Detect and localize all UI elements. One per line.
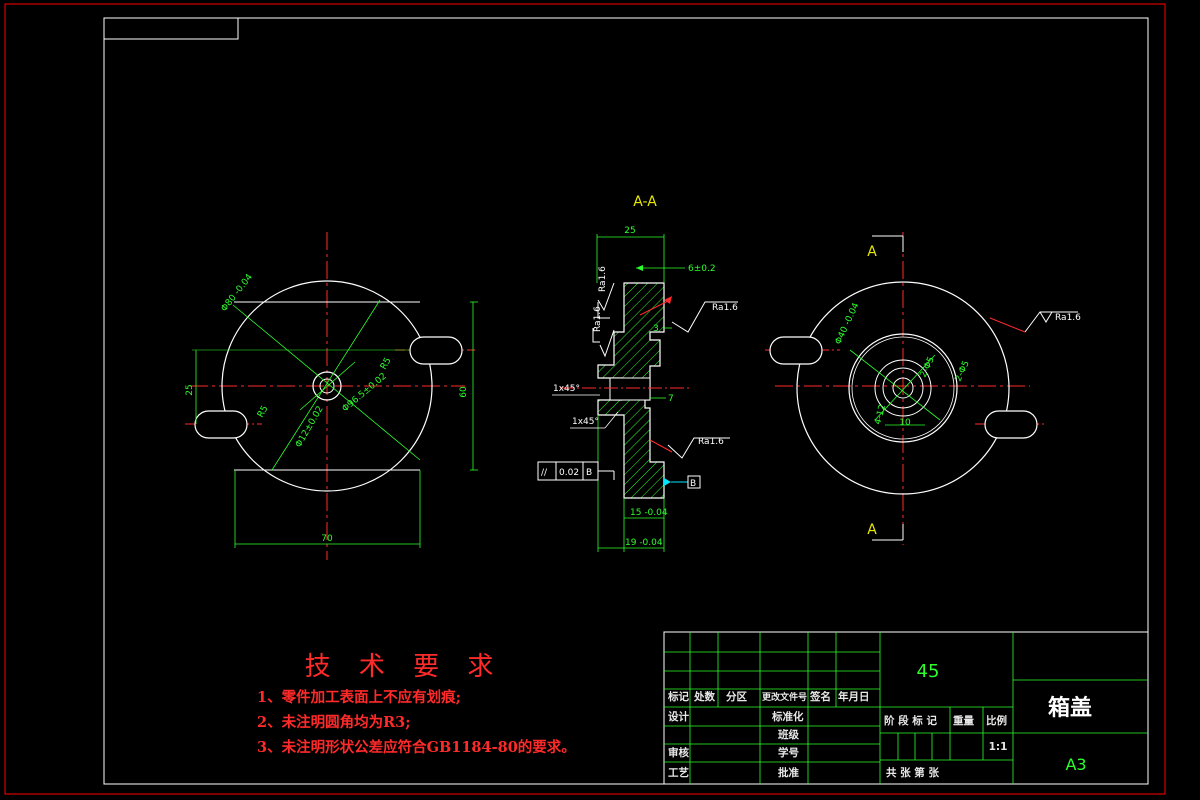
dim-front-dia96: Φ96.5±0.02 — [341, 371, 389, 414]
requirement-2: 2、未注明圆角均为R3; — [257, 713, 411, 731]
ra-sec-2: Ra1.6 — [593, 306, 603, 332]
tb-sign: 签名 — [809, 690, 831, 703]
tb-class: 班级 — [778, 728, 799, 741]
dim-sec-7: 7 — [668, 394, 674, 404]
dim-sec-19: 19 -0.04 — [625, 538, 663, 548]
svg-text://: // — [541, 468, 548, 478]
outer-border — [4, 3, 1166, 795]
dim-side-dia40: Φ40 -0.04 — [834, 301, 862, 346]
tb-mark: 标记 — [667, 690, 689, 703]
tb-ratio: 比例 — [986, 714, 1007, 727]
requirements-title: 技 术 要 求 — [305, 652, 504, 682]
dim-side-2-35: 2-Φ5 — [919, 355, 937, 379]
tb-standardize: 标准化 — [771, 710, 804, 723]
dim-front-dia12: Φ12±0.02 — [294, 405, 326, 450]
dim-sec-25: 25 — [624, 226, 635, 236]
cut-label-top: A — [867, 244, 877, 260]
cut-label-bottom: A — [867, 522, 877, 538]
dim-front-r5-a: R5 — [379, 356, 394, 371]
dim-side-4-12: 4-12 — [873, 403, 888, 425]
tb-change-doc: 更改文件号 — [762, 691, 807, 703]
tb-stage-mark: 阶 段 标 记 — [884, 714, 937, 727]
dim-sec-6: 6±0.2 — [688, 264, 716, 274]
ra-sec-3: Ra1.6 — [712, 303, 738, 313]
tb-check: 审核 — [668, 746, 689, 759]
tb-part-name: 箱盖 — [1048, 695, 1092, 721]
dim-sec-3: 3 — [653, 324, 659, 334]
dim-front-height: 60 — [459, 386, 469, 398]
ra-sec-1: Ra1.6 — [598, 266, 608, 292]
tb-zone: 分区 — [726, 690, 747, 703]
chamfer-1: 1x45° — [553, 384, 580, 394]
side-view: A A Φ40 -0.04 2-Φ5 2-Φ5 4-12 10 Ra1.6 — [765, 232, 1081, 545]
section-title: A-A — [633, 194, 657, 210]
requirement-3: 3、未注明形状公差应符合GB1184-80的要求。 — [257, 738, 576, 756]
dim-front-25: 25 — [185, 384, 195, 395]
tb-weight: 重量 — [953, 714, 974, 727]
title-block: 标记 处数 分区 更改文件号 签名 年月日 设计 标准化 班级 审核 学号 工艺… — [663, 631, 1149, 785]
chamfer-2: 1x45° — [572, 417, 599, 427]
tolerance-frame: // 0.02 B — [537, 461, 615, 481]
svg-text:B: B — [586, 468, 592, 478]
tb-scale: 1:1 — [989, 741, 1008, 753]
dim-side-10: 10 — [899, 418, 911, 428]
corner-code-box — [103, 17, 239, 40]
tb-approve: 批准 — [778, 766, 799, 779]
inner-border — [103, 17, 1149, 785]
dim-sec-15: 15 -0.04 — [630, 508, 668, 518]
dim-front-r5-b: R5 — [256, 404, 271, 419]
dim-side-2-85: 2-Φ5 — [954, 359, 972, 383]
front-view: 70 60 25 Φ80 -0.04 Φ96.5±0.02 Φ12±0.02 R… — [185, 232, 478, 560]
tb-material: 45 — [917, 661, 940, 682]
dim-front-dia80: Φ80 -0.04 — [219, 272, 255, 314]
dim-front-width: 70 — [321, 534, 333, 544]
tb-sheet-size: A3 — [1065, 755, 1086, 774]
tb-date: 年月日 — [838, 690, 870, 703]
tb-count: 处数 — [693, 690, 715, 703]
ra-sec-4: Ra1.6 — [698, 437, 724, 447]
tb-craft: 工艺 — [668, 766, 689, 779]
requirement-1: 1、零件加工表面上不应有划痕; — [257, 688, 461, 706]
datum-label: B — [690, 479, 696, 489]
svg-text:0.02: 0.02 — [559, 468, 579, 478]
section-view: A-A 25 6±0.2 3 7 15 -0.04 19 -0.04 — [537, 194, 738, 552]
ra-side: Ra1.6 — [1055, 313, 1081, 323]
technical-requirements: 技 术 要 求 1、零件加工表面上不应有划痕; 2、未注明圆角均为R3; 3、未… — [257, 652, 576, 756]
tb-design: 设计 — [668, 710, 689, 723]
tb-total-sheets: 共 张 第 张 — [886, 766, 939, 779]
tb-student-no: 学号 — [778, 746, 799, 759]
